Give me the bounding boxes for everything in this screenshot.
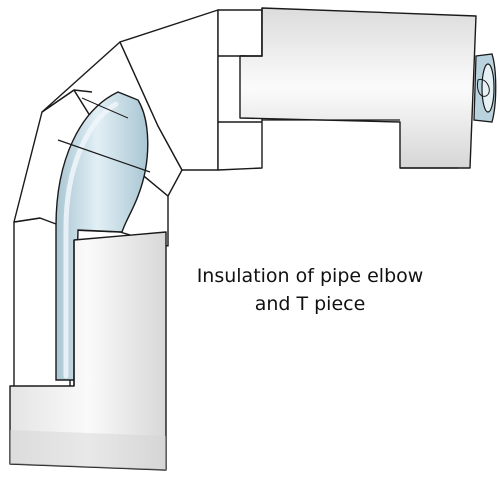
pipe-end-opening (481, 63, 495, 113)
lower-cladding-bottom-shade (10, 430, 166, 470)
caption-line-1: Insulation of pipe elbow (196, 265, 424, 287)
pipe-mitre-line (81, 97, 129, 119)
insulation-joint-line (73, 89, 93, 93)
pipe-highlight (63, 101, 119, 379)
upper-cladding-sheet (239, 7, 477, 169)
pipe-elbow (55, 91, 151, 381)
upper-cladding-body (239, 7, 477, 169)
pipe-bend (55, 91, 149, 381)
pipe-end-band (477, 78, 490, 97)
diagram-caption: Insulation of pipe elbow and T piece (190, 262, 430, 318)
pipe-end (473, 53, 497, 123)
lower-cladding-sheet (9, 231, 167, 471)
caption-line-2: and T piece (254, 293, 366, 315)
upper-cladding-step (240, 8, 263, 57)
pipe-mitre-line (57, 139, 151, 173)
insulation-segment-upper-diagonal (119, 9, 219, 171)
